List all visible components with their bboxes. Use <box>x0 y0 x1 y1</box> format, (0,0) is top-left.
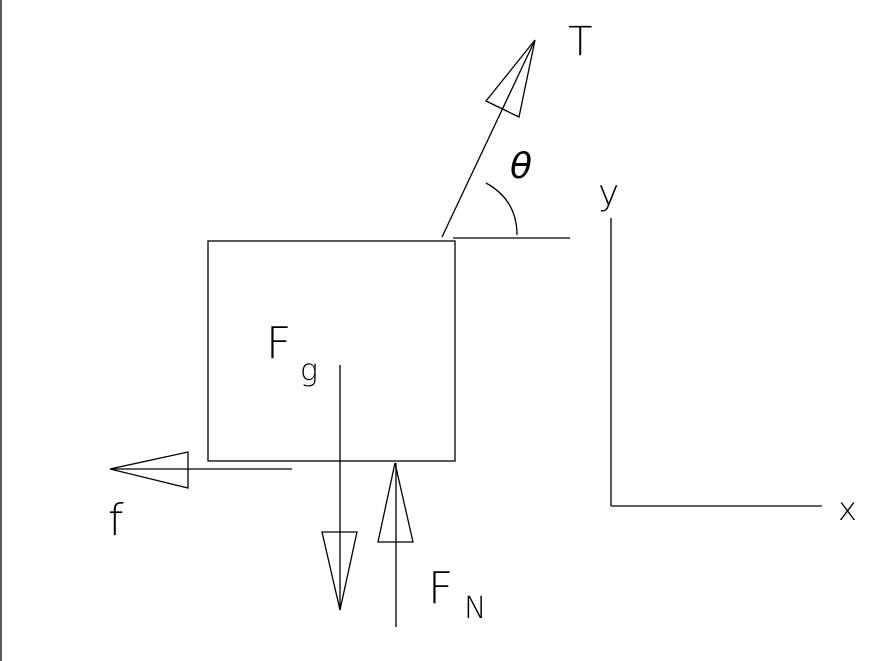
gravity-subscript: g <box>300 353 318 388</box>
friction-label: f <box>108 495 124 546</box>
coordinate-axes <box>610 218 822 507</box>
friction-arrow <box>109 451 292 489</box>
normal-force-label: F <box>428 563 453 614</box>
tension-arrow <box>441 39 536 238</box>
normal-force-arrow <box>377 462 414 627</box>
angle-arc <box>485 182 518 236</box>
y-axis-label: y <box>598 173 619 214</box>
x-axis-label: x <box>838 490 857 528</box>
block <box>207 240 456 462</box>
gravity-arrow <box>321 365 358 611</box>
angle-label: θ <box>510 146 532 187</box>
gravity-label: F <box>266 318 291 369</box>
normal-force-subscript: N <box>464 591 486 626</box>
tension-label: T <box>568 19 592 65</box>
